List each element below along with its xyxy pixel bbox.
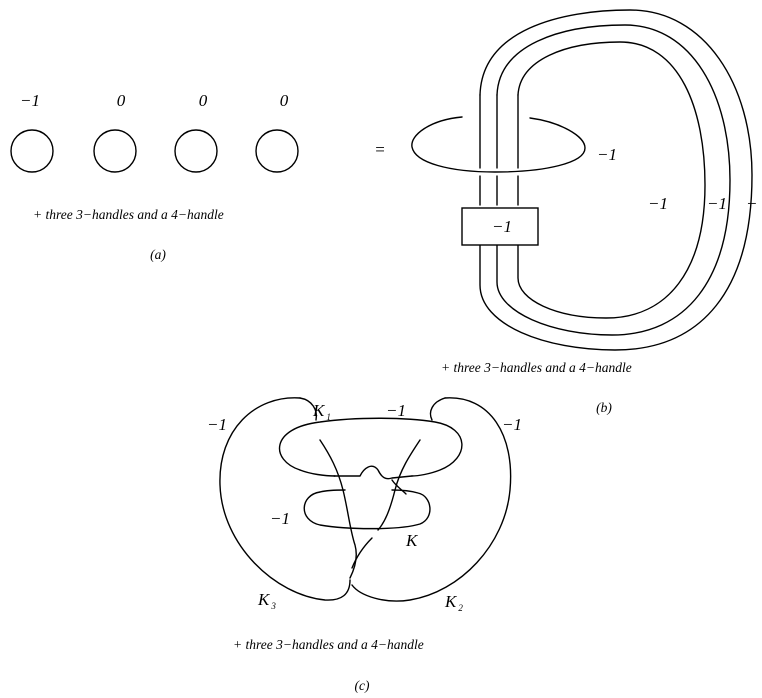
k1-lower-left <box>299 469 336 477</box>
k-label: K <box>405 531 419 550</box>
panel-a: −1 0 0 0 + three 3−handles and a 4−handl… <box>10 91 299 262</box>
unknot-3 <box>174 129 218 173</box>
panel-a-caption: + three 3−handles and a 4−handle <box>33 207 224 222</box>
k-framing-label: −1 <box>270 509 290 528</box>
strand-inner <box>517 41 706 319</box>
unknot-4 <box>255 129 299 173</box>
k3-top-hook <box>299 397 318 421</box>
panel-a-label: (a) <box>150 247 166 262</box>
strand-middle <box>496 24 731 336</box>
k2-letter: K <box>444 592 458 611</box>
k2-top-hook <box>429 397 446 421</box>
strand-framing-label-3: − <box>746 194 757 213</box>
equals-sign: = <box>375 140 385 159</box>
k3-letter: K <box>257 590 271 609</box>
panel-b: −1 −1 −1 −1 − + three 3−handles and a 4−… <box>411 9 757 415</box>
k2-framing-label: −1 <box>502 415 522 434</box>
panel-c-label: (c) <box>355 678 370 693</box>
middle-twist-tail <box>391 479 407 495</box>
k3-subscript: 3 <box>270 601 276 611</box>
k3-component <box>219 397 351 601</box>
unknot-1 <box>10 129 54 173</box>
strand-lower-link <box>351 537 373 569</box>
k1-framing-label: −1 <box>386 401 406 420</box>
strand-right-diagonal <box>377 439 421 531</box>
loop-framing-label: −1 <box>597 145 617 164</box>
twist-box <box>461 207 539 246</box>
panel-b-caption: + three 3−handles and a 4−handle <box>441 360 632 375</box>
panel-b-label: (b) <box>596 400 612 415</box>
k2-subscript: 2 <box>458 603 463 613</box>
k-upper-left <box>319 489 346 493</box>
strand-framing-label-2: −1 <box>707 194 727 213</box>
k-component <box>303 489 431 530</box>
strand-left-diagonal <box>319 439 357 579</box>
panel-c-caption: + three 3−handles and a 4−handle <box>233 637 424 652</box>
linking-loop <box>411 116 586 173</box>
k1-subscript: 1 <box>326 412 331 422</box>
framing-label-2: 0 <box>117 91 126 110</box>
twist-box-label: −1 <box>492 217 512 236</box>
framing-label-4: 0 <box>280 91 289 110</box>
framing-label-1: −1 <box>20 91 40 110</box>
k1-letter: K <box>312 401 326 420</box>
k1-component <box>278 417 463 477</box>
framing-label-3: 0 <box>199 91 208 110</box>
middle-twist <box>333 465 413 480</box>
strand-framing-label-1: −1 <box>648 194 668 213</box>
k2-component <box>351 397 512 602</box>
k3-framing-label: −1 <box>207 415 227 434</box>
unknot-2 <box>93 129 137 173</box>
strand-outer <box>479 9 753 351</box>
